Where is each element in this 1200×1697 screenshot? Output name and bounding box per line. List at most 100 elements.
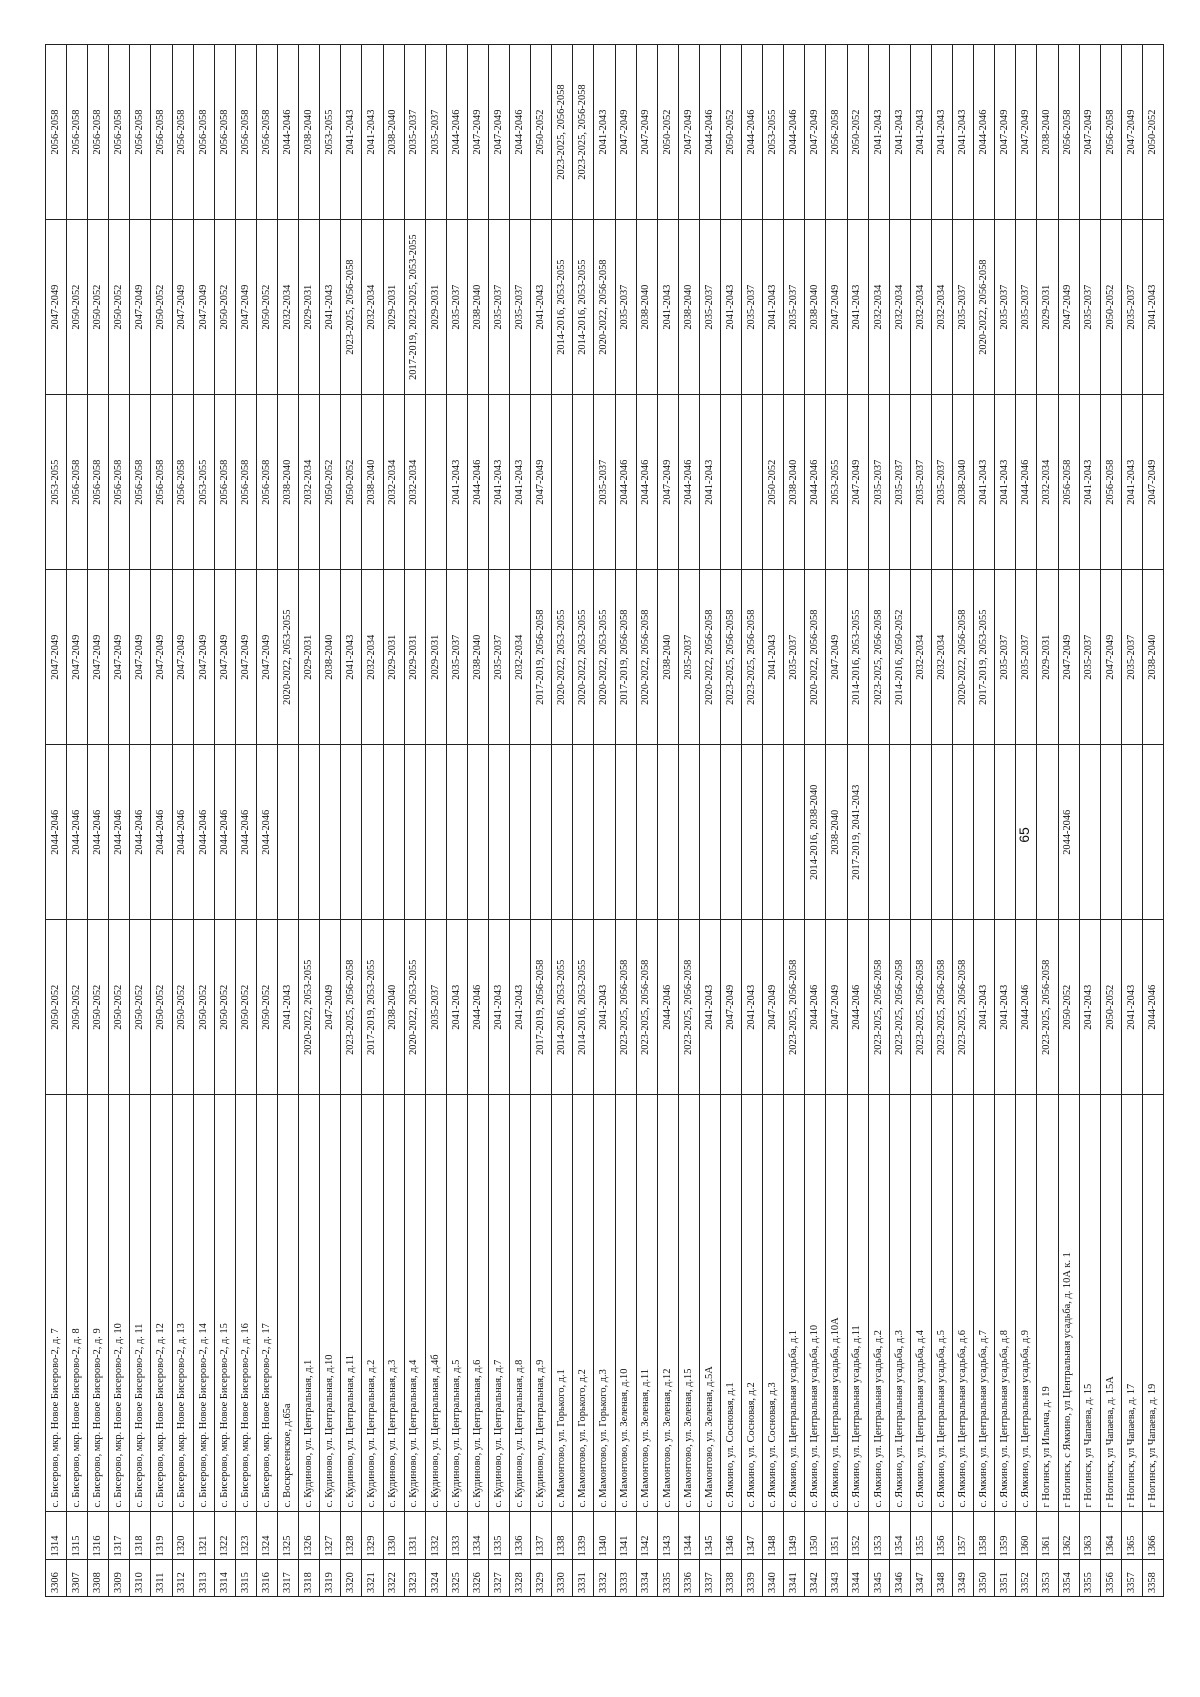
address-cell: с. Мамонтово, ул. Горького, д.2	[572, 1094, 594, 1512]
period-2-cell: 2044-2046	[193, 744, 215, 920]
row-index-cell: 3311	[150, 1559, 173, 1597]
period-3-cell: 2017-2019, 2053-2055	[973, 569, 995, 745]
period-3-cell: 2020-2022, 2053-2055	[572, 569, 594, 745]
period-1-cell: 2050-2052	[193, 919, 215, 1095]
period-2-cell	[1121, 744, 1143, 920]
period-4-cell: 2047-2049	[847, 394, 869, 570]
period-3-cell: 2035-2037	[1079, 569, 1101, 745]
period-1-cell: 2047-2049	[825, 919, 848, 1095]
period-5-cell: 2035-2037	[783, 219, 805, 395]
period-4-cell: 2050-2052	[340, 394, 362, 570]
address-cell: с. Мамонтово, ул. Зеленая, д.10	[615, 1094, 637, 1512]
period-2-cell	[889, 744, 911, 920]
period-2-cell	[973, 744, 995, 920]
address-cell: г Ногинск, ул Ильича, д. 19	[1036, 1094, 1058, 1512]
house-number-cell: 1357	[952, 1511, 974, 1560]
address-cell: с. Бисерово, мкр. Новое Бисерово-2, д. 1…	[193, 1094, 215, 1512]
period-1-cell: 2023-2025, 2056-2058	[952, 919, 974, 1095]
period-4-cell: 2035-2037	[593, 394, 616, 570]
period-4-cell: 2044-2046	[615, 394, 637, 570]
period-2-cell	[783, 744, 805, 920]
period-3-cell: 2035-2037	[994, 569, 1016, 745]
period-6-cell: 2047-2049	[488, 44, 510, 220]
period-1-cell: 2017-2019, 2056-2058	[530, 919, 552, 1095]
period-4-cell	[720, 394, 742, 570]
period-2-cell	[446, 744, 468, 920]
period-3-cell: 2023-2025, 2056-2058	[720, 569, 742, 745]
house-number-cell: 1333	[446, 1511, 468, 1560]
row-index-cell: 3306	[45, 1559, 67, 1597]
period-1-cell: 2047-2049	[720, 919, 742, 1095]
address-cell: с. Бисерово, мкр. Новое Бисерово-2, д. 9	[87, 1094, 109, 1512]
period-3-cell: 2041-2043	[762, 569, 784, 745]
period-3-cell: 2047-2049	[45, 569, 67, 745]
house-number-cell: 1321	[193, 1511, 215, 1560]
period-4-cell: 2044-2046	[467, 394, 489, 570]
period-1-cell: 2041-2043	[973, 919, 995, 1095]
house-number-cell: 1346	[720, 1511, 742, 1560]
address-cell: с. Кудиново, ул. Центральная, д.10	[319, 1094, 341, 1512]
period-1-cell: 2014-2016, 2053-2055	[551, 919, 573, 1095]
period-2-cell	[340, 744, 362, 920]
row-index-cell: 3348	[931, 1559, 953, 1597]
period-4-cell: 2056-2058	[235, 394, 257, 570]
period-2-cell	[931, 744, 953, 920]
period-6-cell: 2056-2058	[150, 44, 173, 220]
period-2-cell	[994, 744, 1016, 920]
row-index-cell: 3340	[762, 1559, 784, 1597]
period-2-cell	[762, 744, 784, 920]
period-2-cell	[361, 744, 383, 920]
period-4-cell: 2038-2040	[361, 394, 383, 570]
house-number-cell: 1335	[488, 1511, 510, 1560]
period-6-cell: 2038-2040	[383, 44, 405, 220]
period-6-cell: 2041-2043	[361, 44, 383, 220]
period-5-cell: 2035-2037	[509, 219, 531, 395]
period-3-cell: 2032-2034	[931, 569, 953, 745]
house-number-cell: 1360	[1015, 1511, 1037, 1560]
period-5-cell: 2035-2037	[488, 219, 510, 395]
period-2-cell	[741, 744, 763, 920]
period-2-cell: 2044-2046	[66, 744, 88, 920]
period-6-cell: 2047-2049	[467, 44, 489, 220]
period-1-cell: 2041-2043	[1121, 919, 1143, 1095]
period-6-cell: 2050-2052	[530, 44, 552, 220]
period-3-cell: 2029-2031	[298, 569, 320, 745]
period-5-cell: 2047-2049	[235, 219, 257, 395]
period-6-cell: 2047-2049	[678, 44, 700, 220]
house-number-cell: 1339	[572, 1511, 594, 1560]
house-number-cell: 1324	[256, 1511, 278, 1560]
period-6-cell: 2035-2037	[425, 44, 447, 220]
period-2-cell	[720, 744, 742, 920]
period-5-cell: 2050-2052	[214, 219, 236, 395]
period-6-cell: 2050-2052	[657, 44, 679, 220]
period-6-cell: 2056-2058	[256, 44, 278, 220]
period-2-cell: 2044-2046	[256, 744, 278, 920]
period-3-cell: 2047-2049	[235, 569, 257, 745]
period-4-cell	[425, 394, 447, 570]
address-cell: с. Кудиново, ул. Центральная, д.6	[467, 1094, 489, 1512]
period-5-cell: 2035-2037	[1121, 219, 1143, 395]
period-3-cell: 2047-2049	[1058, 569, 1080, 745]
period-3-cell: 2032-2034	[361, 569, 383, 745]
period-1-cell: 2023-2025, 2056-2058	[678, 919, 700, 1095]
house-number-cell: 1344	[678, 1511, 700, 1560]
period-1-cell: 2044-2046	[1142, 919, 1164, 1095]
period-2-cell	[1142, 744, 1164, 920]
period-6-cell: 2038-2040	[1036, 44, 1058, 220]
period-4-cell	[572, 394, 594, 570]
period-3-cell: 2035-2037	[783, 569, 805, 745]
period-6-cell: 2056-2058	[825, 44, 848, 220]
period-3-cell: 2029-2031	[404, 569, 426, 745]
period-4-cell: 2044-2046	[636, 394, 658, 570]
house-number-cell: 1320	[172, 1511, 194, 1560]
row-index-cell: 3347	[910, 1559, 932, 1597]
